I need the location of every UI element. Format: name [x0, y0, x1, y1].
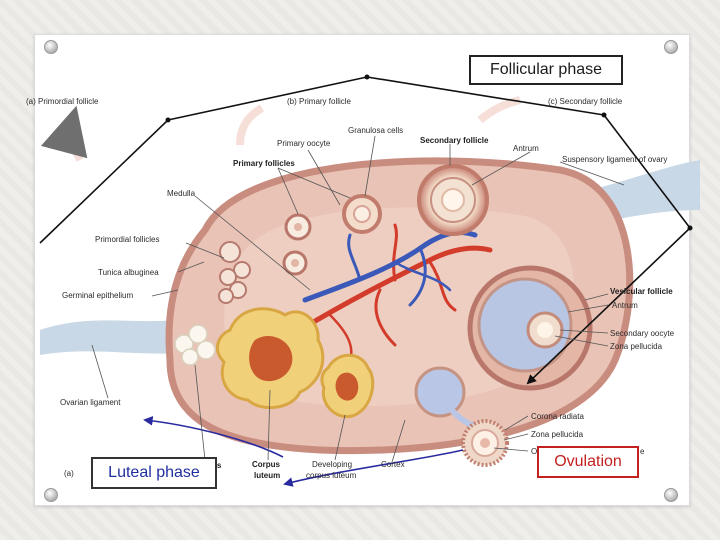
secondary-follicle-small — [342, 194, 382, 234]
label-antrum-top: Antrum — [513, 144, 539, 153]
ovulation-label: Ovulation — [554, 453, 622, 470]
label-suspensory-ligament: Suspensory ligament of ovary — [562, 155, 667, 164]
inset-label-b: (b) Primary follicle — [287, 97, 352, 106]
pin-top-right — [664, 40, 678, 54]
inset-arrow-b — [236, 104, 265, 146]
pin-bottom-right — [664, 488, 678, 502]
label-germinal-epithelium: Germinal epithelium — [62, 291, 133, 300]
vesicular-follicle — [467, 265, 593, 391]
corpus-luteum — [215, 307, 325, 410]
label-corona-radiata: Corona radiata — [531, 412, 584, 421]
ruptured-follicle — [414, 366, 481, 431]
pin-top-left — [44, 40, 58, 54]
cycle-arrow-vertices — [165, 74, 693, 231]
label-zona-pellucida-2: Zona pellucida — [531, 430, 584, 439]
label-medulla: Medulla — [167, 189, 196, 198]
corpus-albicans — [174, 324, 216, 366]
label-antrum: Antrum — [612, 301, 638, 310]
label-partial-right: e — [640, 447, 645, 456]
secondary-follicle-antrum — [417, 164, 489, 236]
follicular-phase-box: Follicular phase — [469, 55, 623, 85]
pin-bottom-left — [44, 488, 58, 502]
ovarian-ligament-shape — [40, 315, 200, 355]
ovulated-oocyte — [461, 419, 509, 467]
label-oocyte-partial: O — [531, 447, 537, 456]
inset-arrow-a — [40, 105, 88, 162]
label-primary-follicles: Primary follicles — [233, 159, 295, 168]
label-zona-pellucida: Zona pellucida — [610, 342, 663, 351]
luteal-phase-box: Luteal phase — [91, 457, 217, 489]
cycle-arrows — [39, 76, 691, 385]
inset-arrow-c — [477, 96, 522, 124]
label-primary-oocyte: Primary oocyte — [277, 139, 331, 148]
luteal-arrows — [143, 416, 464, 487]
primary-follicles — [282, 213, 312, 276]
label-granulosa-cells: Granulosa cells — [348, 126, 403, 135]
label-vesicular-follicle: Vesicular follicle — [610, 287, 673, 296]
label-cortex: Cortex — [381, 460, 405, 469]
ovulation-box: Ovulation — [537, 446, 639, 478]
developing-corpus-luteum — [320, 353, 375, 419]
label-corpus-luteum-2: luteum — [254, 471, 280, 480]
label-developing-cl-1: Developing — [312, 460, 352, 469]
label-tunica-albuginea: Tunica albuginea — [98, 268, 159, 277]
inset-label-a: (a) Primordial follicle — [26, 97, 99, 106]
label-corpus-luteum-1: Corpus — [252, 460, 281, 469]
luteal-phase-label: Luteal phase — [108, 464, 200, 481]
label-developing-cl-2: corpus luteum — [306, 471, 357, 480]
leader-lines — [91, 135, 625, 463]
inset-label-c: (c) Secondary follicle — [548, 97, 623, 106]
suspensory-ligament-shape — [590, 160, 700, 225]
label-ovarian-ligament: Ovarian ligament — [60, 398, 121, 407]
primordial-follicles — [218, 241, 251, 304]
label-secondary-follicle: Secondary follicle — [420, 136, 489, 145]
follicular-phase-label: Follicular phase — [489, 61, 603, 78]
figure-letter: (a) — [64, 469, 74, 478]
label-secondary-oocyte: Secondary oocyte — [610, 329, 675, 338]
label-primordial-follicles: Primordial follicles — [95, 235, 159, 244]
